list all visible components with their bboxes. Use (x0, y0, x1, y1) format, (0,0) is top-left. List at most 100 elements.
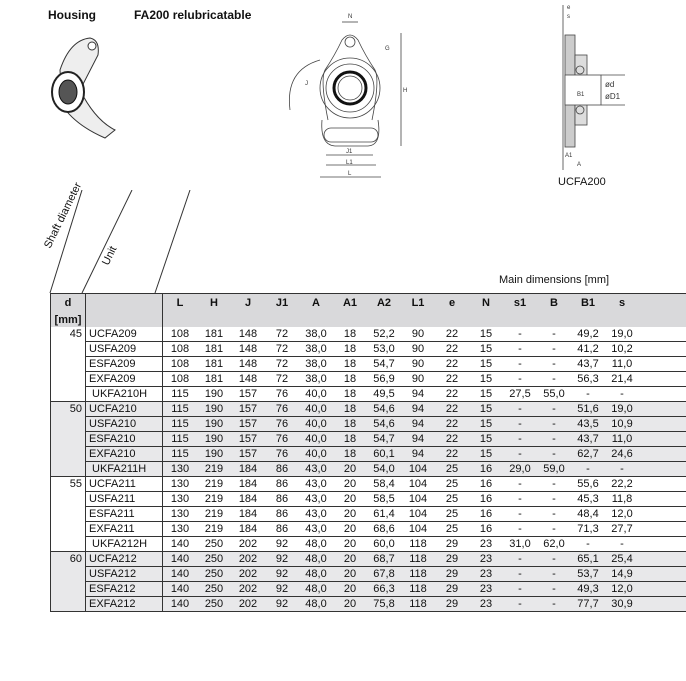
col-header-spacer (571, 313, 605, 327)
value-cell-s1: - (503, 356, 537, 372)
value-cell-a2: 75,8 (367, 596, 401, 612)
table-header-units-row: [mm] (50, 313, 686, 327)
value-cell-e: 25 (435, 506, 469, 522)
value-cell-b: - (537, 506, 571, 522)
dim-label-a1: A1 (565, 153, 573, 159)
value-cell-e: 25 (435, 476, 469, 492)
value-cell-j: 157 (231, 431, 265, 447)
value-cell-l: 140 (162, 581, 197, 597)
value-cell-a1: 18 (333, 431, 367, 447)
value-cell-a: 43,0 (299, 506, 333, 522)
col-header-filler (639, 293, 686, 313)
value-cell-s1: - (503, 551, 537, 567)
value-cell-h: 181 (197, 356, 231, 372)
value-cell-a2: 68,6 (367, 521, 401, 537)
value-cell-l1: 94 (401, 416, 435, 432)
unit-cell: ESFA211 (85, 506, 163, 522)
value-cell-e: 22 (435, 431, 469, 447)
unit-cell: UCFA212 (85, 551, 163, 567)
value-cell-l1: 118 (401, 551, 435, 567)
col-header-spacer (537, 313, 571, 327)
value-cell-b: - (537, 581, 571, 597)
value-cell-j: 202 (231, 536, 265, 552)
value-cell-j: 157 (231, 386, 265, 402)
value-cell-s1: - (503, 566, 537, 582)
value-cell-a1: 20 (333, 476, 367, 492)
dim-label-j1: J1 (346, 149, 353, 155)
value-cell-s: 11,0 (605, 431, 639, 447)
value-cell-j1: 72 (265, 356, 299, 372)
value-cell-a2: 68,7 (367, 551, 401, 567)
filler-cell (639, 341, 686, 357)
value-cell-s: 14,9 (605, 566, 639, 582)
value-cell-b: - (537, 521, 571, 537)
value-cell-a1: 20 (333, 581, 367, 597)
col-header-spacer (367, 313, 401, 327)
value-cell-a1: 18 (333, 371, 367, 387)
value-cell-j: 202 (231, 581, 265, 597)
value-cell-e: 29 (435, 596, 469, 612)
value-cell-e: 22 (435, 371, 469, 387)
value-cell-l: 108 (162, 356, 197, 372)
diagonal-header-lines (49, 190, 191, 294)
col-header-spacer (197, 313, 231, 327)
filler-cell (639, 327, 686, 342)
dim-label-d1: øD1 (605, 92, 621, 101)
value-cell-a: 38,0 (299, 327, 333, 342)
value-cell-j: 202 (231, 566, 265, 582)
value-cell-j1: 92 (265, 551, 299, 567)
value-cell-s: 12,0 (605, 506, 639, 522)
value-cell-b1: 65,1 (571, 551, 605, 567)
value-cell-l: 140 (162, 536, 197, 552)
value-cell-n: 16 (469, 476, 503, 492)
value-cell-s: 10,9 (605, 416, 639, 432)
value-cell-b1: 53,7 (571, 566, 605, 582)
value-cell-e: 22 (435, 446, 469, 462)
col-header-unit-blank (85, 313, 163, 327)
value-cell-b1: 45,3 (571, 491, 605, 507)
value-cell-l1: 104 (401, 506, 435, 522)
col-header-spacer (503, 313, 537, 327)
value-cell-j1: 86 (265, 506, 299, 522)
value-cell-l: 108 (162, 371, 197, 387)
dim-label-l: L (348, 171, 352, 177)
value-cell-b1: - (571, 536, 605, 552)
col-header-a2: A2 (367, 293, 401, 313)
value-cell-n: 15 (469, 371, 503, 387)
value-cell-s1: - (503, 371, 537, 387)
value-cell-a2: 58,5 (367, 491, 401, 507)
value-cell-j: 148 (231, 341, 265, 357)
value-cell-h: 250 (197, 551, 231, 567)
value-cell-n: 15 (469, 401, 503, 417)
unit-cell: ESFA212 (85, 581, 163, 597)
value-cell-l: 140 (162, 596, 197, 612)
value-cell-a2: 58,4 (367, 476, 401, 492)
value-cell-n: 15 (469, 341, 503, 357)
value-cell-s: 19,0 (605, 401, 639, 417)
value-cell-l: 115 (162, 386, 197, 402)
value-cell-j1: 76 (265, 401, 299, 417)
value-cell-e: 22 (435, 356, 469, 372)
unit-cell: UCFA210 (85, 401, 163, 417)
value-cell-h: 250 (197, 566, 231, 582)
value-cell-h: 219 (197, 491, 231, 507)
value-cell-l1: 94 (401, 401, 435, 417)
value-cell-j1: 76 (265, 386, 299, 402)
value-cell-a1: 20 (333, 551, 367, 567)
value-cell-e: 29 (435, 536, 469, 552)
value-cell-h: 250 (197, 596, 231, 612)
value-cell-j: 157 (231, 416, 265, 432)
shaft-diameter-cell: 50 (50, 401, 86, 477)
unit-cell: ESFA210 (85, 431, 163, 447)
value-cell-s: 21,4 (605, 371, 639, 387)
unit-cell: UCFA209 (85, 327, 163, 342)
value-cell-a: 48,0 (299, 566, 333, 582)
value-cell-b: - (537, 356, 571, 372)
